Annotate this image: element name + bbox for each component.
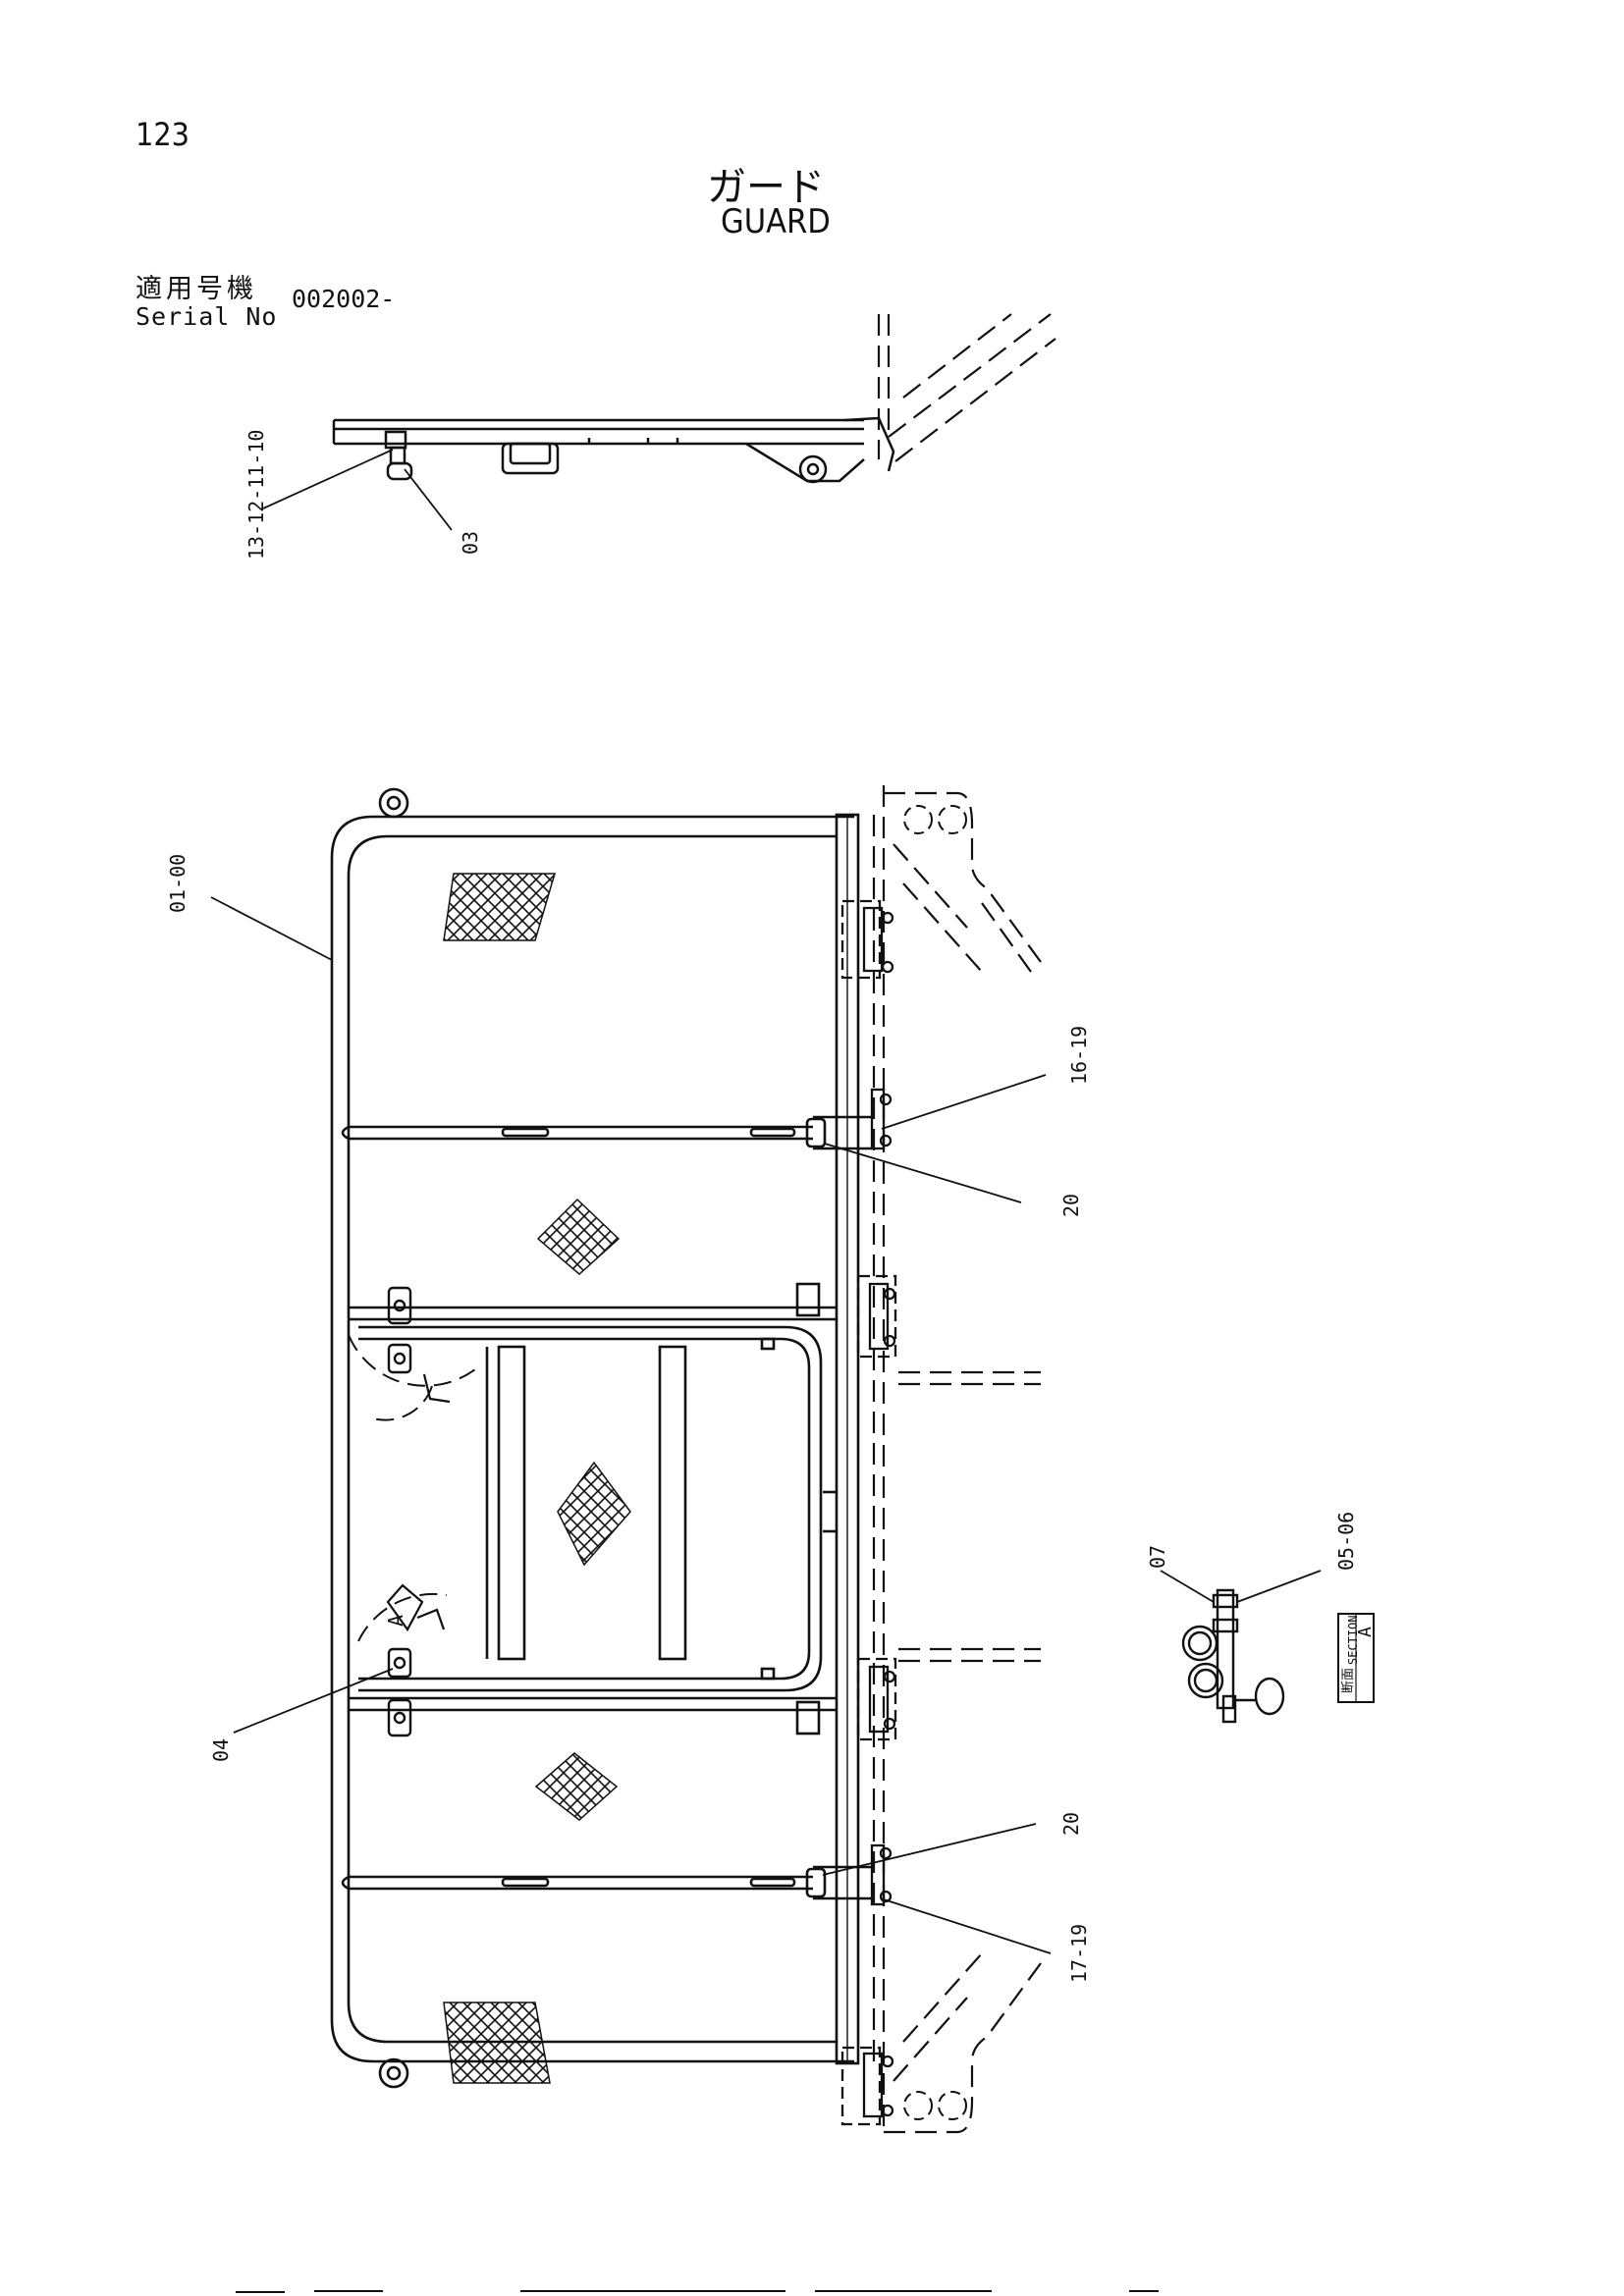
section-a-detail xyxy=(1181,1588,1285,1724)
machine-outline-circles xyxy=(903,805,967,2120)
serial-label-english: Serial No xyxy=(135,302,278,331)
hinges xyxy=(387,1286,412,1737)
view-tag-a-hinge: A xyxy=(384,1615,407,1627)
mesh-panels xyxy=(443,873,631,2084)
view-arrows xyxy=(386,1373,451,1632)
callout-04: 04 xyxy=(209,1738,233,1762)
serial-label-japanese: 適用号機 xyxy=(135,274,257,304)
title-japanese: ガード xyxy=(707,165,825,210)
callout-20-upper: 20 xyxy=(1059,1194,1083,1217)
section-tag-en: SECTION xyxy=(1346,1615,1360,1665)
section-tag-jp: 断面 xyxy=(1341,1668,1356,1693)
serial-number-value: 002002- xyxy=(292,285,396,313)
callout-01-00: 01-00 xyxy=(166,854,189,913)
bottom-edge-marks xyxy=(236,2290,1159,2293)
callout-17-19: 17-19 xyxy=(1067,1924,1091,1983)
callout-13-10: 13-12-11-10 xyxy=(244,430,268,560)
section-a-tag: SECTION 断面 A xyxy=(1337,1613,1376,1703)
step-door xyxy=(358,1282,837,1735)
mounting-brackets xyxy=(840,899,897,2126)
leader-lines xyxy=(210,449,1322,1954)
side-view-frame-dashed xyxy=(877,313,1056,462)
callout-20-lower: 20 xyxy=(1059,1812,1083,1836)
callout-05-06: 05-06 xyxy=(1334,1512,1358,1571)
page-number: 123 xyxy=(135,116,189,153)
title-english: GUARD xyxy=(721,202,831,241)
side-view xyxy=(332,416,895,484)
callout-07: 07 xyxy=(1146,1545,1169,1569)
callout-03: 03 xyxy=(459,531,482,555)
guard-frame xyxy=(330,787,872,2089)
machine-outline-dashed xyxy=(872,785,1042,2134)
section-tag-letter: A xyxy=(1355,1627,1376,1637)
callout-16-19: 16-19 xyxy=(1067,1026,1091,1085)
